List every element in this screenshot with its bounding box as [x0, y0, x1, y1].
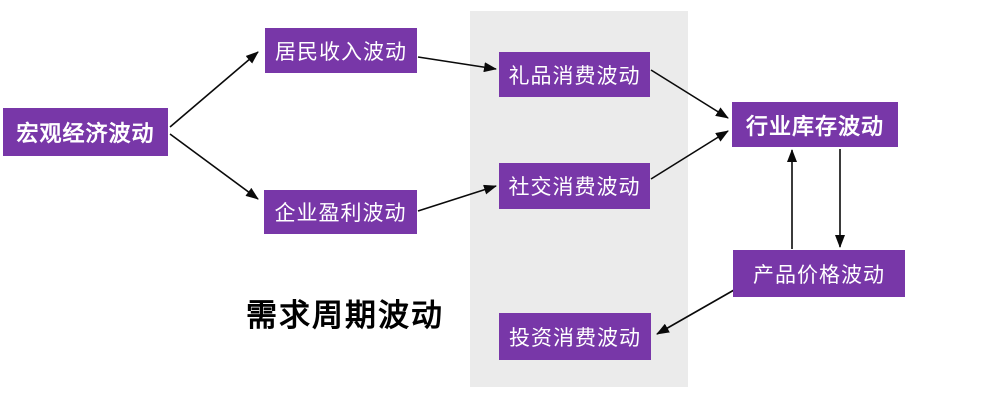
node-resident-income: 居民收入波动 [265, 28, 417, 73]
node-gift-consumption: 礼品消费波动 [499, 52, 650, 97]
node-product-price: 产品价格波动 [733, 250, 905, 297]
arrow-macro-to-profit [169, 133, 259, 200]
arrow-social-to-inventory [650, 130, 729, 180]
arrow-income-to-gift [417, 56, 497, 73]
node-invest-consumption: 投资消费波动 [499, 313, 651, 360]
arrow-gift-to-inventory [650, 69, 729, 119]
demand-cycle-label: 需求周期波动 [246, 298, 444, 333]
arrow-price-to-invest [656, 289, 735, 335]
arrow-profit-to-social [417, 184, 497, 212]
node-industry-inventory: 行业库存波动 [732, 102, 898, 147]
node-social-consumption: 社交消费波动 [499, 163, 650, 209]
arrow-macro-to-income [169, 51, 259, 128]
node-corporate-profit: 企业盈利波动 [264, 190, 417, 234]
node-macro-economy: 宏观经济波动 [3, 108, 168, 156]
